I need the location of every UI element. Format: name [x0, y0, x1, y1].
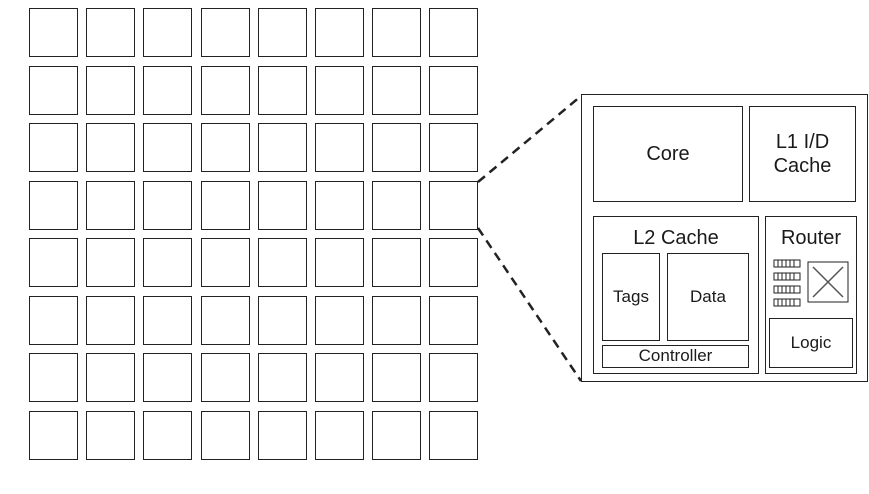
- grid-tile: [429, 295, 479, 345]
- logic-block: Logic: [769, 318, 853, 368]
- grid-tile: [372, 123, 422, 172]
- grid-tile: [257, 180, 307, 230]
- tags-label: Tags: [613, 286, 649, 306]
- grid-tile: [429, 353, 479, 402]
- grid-tile: [429, 238, 479, 287]
- grid-tile: [429, 410, 479, 460]
- crossbar-icon: [807, 261, 849, 303]
- grid-tile: [257, 123, 307, 172]
- grid-tile: [200, 8, 250, 57]
- grid-tile: [143, 123, 193, 172]
- grid-tile: [315, 123, 364, 172]
- router-block: Router Logic: [765, 216, 857, 374]
- grid-tile: [86, 295, 136, 345]
- data-label: Data: [690, 286, 726, 306]
- grid-tile: [315, 180, 364, 230]
- grid-tile: [372, 238, 422, 287]
- grid-tile: [429, 180, 479, 230]
- grid-tile: [200, 238, 250, 287]
- grid-tile: [257, 65, 307, 115]
- grid-tile: [143, 353, 193, 402]
- grid-tile: [429, 8, 479, 57]
- core-block: Core: [593, 106, 743, 202]
- grid-tile: [86, 180, 136, 230]
- grid-tile: [257, 353, 307, 402]
- grid-tile: [315, 238, 364, 287]
- tile-detail: Core L1 I/D Cache L2 Cache Tags Data Con…: [581, 94, 868, 382]
- grid-tile: [315, 353, 364, 402]
- grid-tile: [200, 353, 250, 402]
- grid-tile: [86, 123, 136, 172]
- grid-tile: [86, 238, 136, 287]
- grid-tile: [29, 65, 78, 115]
- core-label: Core: [646, 143, 690, 165]
- grid-tile: [29, 410, 78, 460]
- grid-tile: [315, 410, 364, 460]
- grid-tile: [29, 353, 78, 402]
- logic-label: Logic: [790, 332, 832, 352]
- grid-tile: [29, 123, 78, 172]
- l1-cache-block: L1 I/D Cache: [749, 106, 856, 202]
- grid-tile: [143, 238, 193, 287]
- grid-tile: [143, 8, 193, 57]
- grid-tile: [372, 65, 422, 115]
- grid-tile: [315, 8, 364, 57]
- grid-tile: [29, 180, 78, 230]
- grid-tile: [143, 295, 193, 345]
- grid-tile: [257, 238, 307, 287]
- grid-tile: [372, 180, 422, 230]
- grid-tile: [372, 353, 422, 402]
- grid-tile: [86, 410, 136, 460]
- grid-tile: [429, 65, 479, 115]
- grid-tile: [257, 295, 307, 345]
- grid-tile: [86, 8, 136, 57]
- grid-tile: [315, 295, 364, 345]
- grid-tile: [372, 295, 422, 345]
- controller-label: Controller: [638, 346, 713, 366]
- grid-tile: [29, 8, 78, 57]
- tags-block: Tags: [602, 253, 660, 341]
- grid-tile: [372, 8, 422, 57]
- controller-block: Controller: [602, 345, 749, 368]
- grid-tile: [200, 410, 250, 460]
- grid-tile: [200, 123, 250, 172]
- grid-tile: [257, 8, 307, 57]
- grid-tile: [372, 410, 422, 460]
- grid-tile: [29, 238, 78, 287]
- router-buffers-icon: [773, 259, 801, 307]
- grid-tile: [143, 180, 193, 230]
- grid-tile: [257, 410, 307, 460]
- data-block: Data: [667, 253, 749, 341]
- l1-cache-label: L1 I/D Cache: [773, 131, 832, 177]
- grid-tile: [200, 180, 250, 230]
- router-label: Router: [780, 227, 842, 249]
- l2-cache-label: L2 Cache: [633, 227, 719, 249]
- grid-tile: [315, 65, 364, 115]
- grid-tile: [200, 295, 250, 345]
- l2-cache-block: L2 Cache Tags Data Controller: [593, 216, 759, 374]
- grid-tile: [429, 123, 479, 172]
- grid-tile: [143, 410, 193, 460]
- grid-tile: [143, 65, 193, 115]
- grid-tile: [86, 65, 136, 115]
- grid-tile: [29, 295, 78, 345]
- grid-tile: [200, 65, 250, 115]
- grid-tile: [86, 353, 136, 402]
